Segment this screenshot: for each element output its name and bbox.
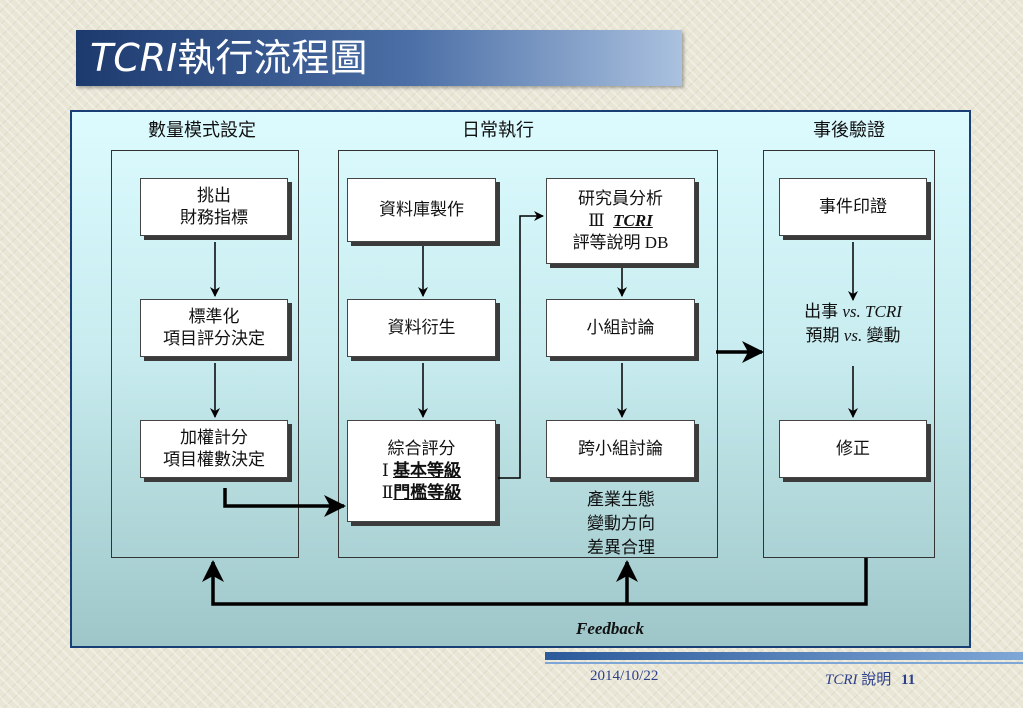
footer-brand: TCRI xyxy=(825,672,858,688)
box-line: 事件印證 xyxy=(819,197,887,216)
feedback-label: Feedback xyxy=(576,619,644,638)
box-data-derivation: 資料衍生 xyxy=(347,299,496,357)
box-line: 資料衍生 xyxy=(387,318,456,337)
box-composite-score: 綜合評分 Ⅰ 基本等級 Ⅱ門檻等級 xyxy=(347,420,496,522)
title-rest: 執行流程圖 xyxy=(177,36,368,80)
box-line: 項目評分決定 xyxy=(163,329,265,348)
tcri-label: TCRI xyxy=(613,211,653,230)
threshold-grade-label: 門檻等級 xyxy=(393,483,462,502)
box-line: 研究員分析 xyxy=(578,189,663,208)
box-line: 跨小組討論 xyxy=(578,439,663,458)
box-database-build: 資料庫製作 xyxy=(347,178,496,242)
title-italic: TCRI xyxy=(90,36,178,80)
box-standardize: 標準化項目評分決定 xyxy=(140,299,288,357)
note-text-italic: vs. TCRI xyxy=(842,302,902,321)
box-line: 修正 xyxy=(836,439,870,458)
box-line: 資料庫製作 xyxy=(379,200,464,219)
note-line: 產業生態 xyxy=(587,490,655,509)
page-title: TCRI執行流程圖 xyxy=(90,36,367,80)
basic-grade-label: 基本等級 xyxy=(392,461,461,480)
box-group-discussion: 小組討論 xyxy=(546,299,695,357)
note-text: 出事 xyxy=(804,302,843,321)
section-heading-left: 數量模式設定 xyxy=(148,120,256,140)
column-model-setup xyxy=(111,150,299,558)
page-number: 11 xyxy=(901,672,916,688)
roman-numeral: Ⅰ xyxy=(382,461,389,480)
footer-date: 2014/10/22 xyxy=(590,668,659,684)
box-line: 財務指標 xyxy=(180,208,248,227)
section-heading-right: 事後驗證 xyxy=(813,120,885,140)
footer-label: 說明 xyxy=(861,672,892,688)
box-line: 加權計分 xyxy=(180,428,248,447)
box-correction: 修正 xyxy=(779,420,927,478)
roman-numeral: Ⅱ xyxy=(381,483,394,502)
box-select-financial-indicators: 挑出財務指標 xyxy=(140,178,288,236)
arrow-composite-to-analyst xyxy=(498,211,544,479)
industry-note: 產業生態 變動方向 差異合理 xyxy=(566,488,676,560)
footer-caption: TCRI 說明 11 xyxy=(825,668,915,689)
box-cross-group-discussion: 跨小組討論 xyxy=(546,420,695,478)
column-daily-execution xyxy=(338,150,718,558)
section-heading-middle: 日常執行 xyxy=(462,120,534,140)
roman-numeral: Ⅲ xyxy=(588,211,605,230)
box-weighted-score: 加權計分項目權數決定 xyxy=(140,420,288,478)
box-line: 小組討論 xyxy=(586,318,655,337)
arrow-weighted-to-composite xyxy=(223,488,346,517)
note-line: 差異合理 xyxy=(587,538,655,557)
footer-bar xyxy=(545,652,1023,660)
feedback-loop-line xyxy=(202,558,868,606)
box-line: 評等說明 DB xyxy=(572,233,669,252)
box-line: 綜合評分 xyxy=(387,439,456,458)
box-line: 挑出 xyxy=(197,186,231,205)
comparison-note: 出事 vs. TCRI 預期 vs. 變動 xyxy=(768,300,938,348)
box-analyst-analysis: 研究員分析 Ⅲ TCRI 評等說明 DB xyxy=(546,178,695,264)
note-text-italic: vs. xyxy=(843,326,863,345)
note-text: 變動 xyxy=(862,326,901,345)
note-line: 變動方向 xyxy=(587,514,655,533)
note-text: 預期 xyxy=(805,326,844,345)
title-bar: TCRI執行流程圖 xyxy=(76,30,682,86)
box-line: 項目權數決定 xyxy=(163,450,265,469)
box-line: 標準化 xyxy=(188,307,240,326)
box-event-verification: 事件印證 xyxy=(779,178,927,236)
footer-line xyxy=(545,662,1023,664)
